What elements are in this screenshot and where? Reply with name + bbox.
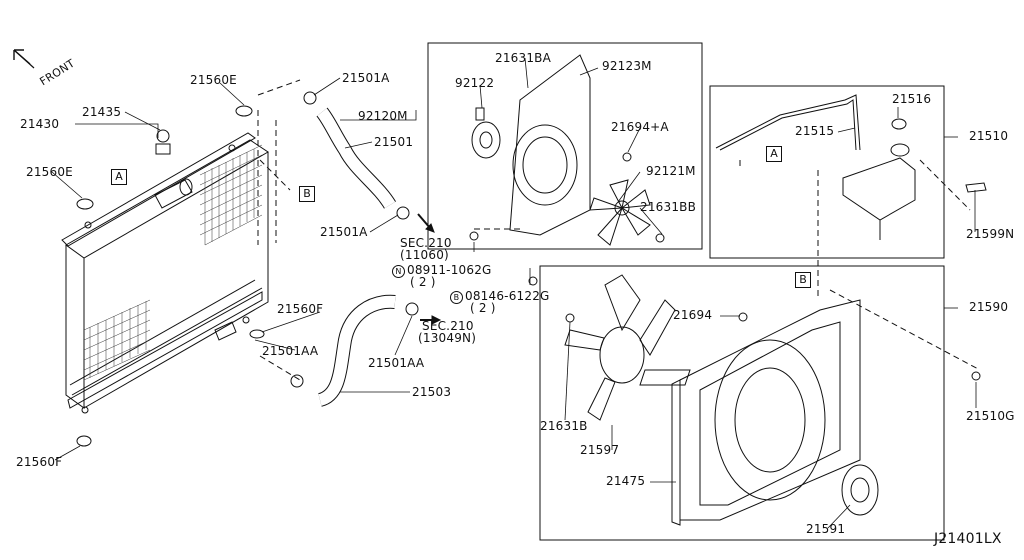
- label-21435: 21435: [82, 105, 122, 119]
- label-21510G: 21510G: [966, 409, 1015, 423]
- label-21560E-left: 21560E: [26, 165, 73, 179]
- label-21631BB: 21631BB: [640, 200, 697, 214]
- label-92123M: 92123M: [602, 59, 652, 73]
- clamp-21501A-top: [303, 91, 317, 105]
- label-21516: 21516: [892, 92, 932, 106]
- reservoir-box: [709, 85, 945, 259]
- label-21501A-mid: 21501A: [320, 225, 368, 239]
- label-21501: 21501: [374, 135, 414, 149]
- ref-a-radiator: A: [111, 169, 127, 185]
- label-sec210-a-sub: (11060): [400, 248, 449, 262]
- label-92122: 92122: [455, 76, 495, 90]
- label-21560F-mid: 21560F: [277, 302, 324, 316]
- ref-b-shroud: B: [795, 272, 811, 288]
- label-08146-qty: ( 2 ): [470, 301, 496, 315]
- grommet-21560F-bottom: [76, 435, 92, 447]
- label-08911-qty: ( 2 ): [410, 275, 436, 289]
- label-21597: 21597: [580, 443, 620, 457]
- reservoir-drawing: [715, 94, 987, 240]
- label-21560F-bottom: 21560F: [16, 455, 63, 469]
- label-21501AA-mid: 21501AA: [368, 356, 425, 370]
- label-21475: 21475: [606, 474, 646, 488]
- label-21631B: 21631B: [540, 419, 588, 433]
- fan-assembly-box: [427, 42, 703, 250]
- label-08911-text: 08911-1062G: [407, 263, 492, 277]
- cap-21430: [155, 143, 171, 155]
- label-92120M: 92120M: [358, 109, 408, 123]
- label-21591: 21591: [806, 522, 846, 536]
- label-21430: 21430: [20, 117, 60, 131]
- label-sec210-b-sub: (13049N): [418, 331, 477, 345]
- radiator-drawing: [61, 132, 269, 414]
- shroud-assembly-box: [539, 265, 945, 541]
- grommet-21560F-mid: [249, 329, 265, 339]
- grommet-21560E-top: [235, 105, 253, 117]
- label-21503: 21503: [412, 385, 452, 399]
- label-08146-text: 08146-6122G: [465, 289, 550, 303]
- label-sec210-b: SEC.210: [422, 319, 474, 333]
- fan-shroud-drawing: [671, 299, 981, 526]
- radiator-cap: [156, 129, 170, 143]
- label-21631BA: 21631BA: [495, 51, 552, 65]
- label-21501AA-left: 21501AA: [262, 344, 319, 358]
- clamp-21501AA-left: [290, 374, 304, 388]
- n-badge-icon: N: [392, 265, 405, 278]
- label-21515: 21515: [795, 124, 835, 138]
- label-21694A: 21694+A: [611, 120, 669, 134]
- ref-b-radiator: B: [299, 186, 315, 202]
- clamp-21501A-mid: [396, 206, 410, 220]
- label-21694: 21694: [673, 308, 713, 322]
- label-21510: 21510: [969, 129, 1009, 143]
- grommet-21560E-left: [76, 198, 94, 210]
- label-92121M: 92121M: [646, 164, 696, 178]
- diagram-code: J21401LX: [934, 531, 1002, 547]
- clamp-21501AA-mid: [405, 302, 419, 316]
- front-arrow-icon: [13, 49, 35, 69]
- label-21501A-top: 21501A: [342, 71, 390, 85]
- fan-motor-drawing: [469, 54, 665, 286]
- fan-blade-drawing: [564, 274, 691, 421]
- label-21590: 21590: [969, 300, 1009, 314]
- b-badge-icon: B: [450, 291, 463, 304]
- label-21560E-top: 21560E: [190, 73, 237, 87]
- ref-a-reservoir: A: [766, 146, 782, 162]
- label-21599N: 21599N: [966, 227, 1015, 241]
- label-sec210-a: SEC.210: [400, 236, 452, 250]
